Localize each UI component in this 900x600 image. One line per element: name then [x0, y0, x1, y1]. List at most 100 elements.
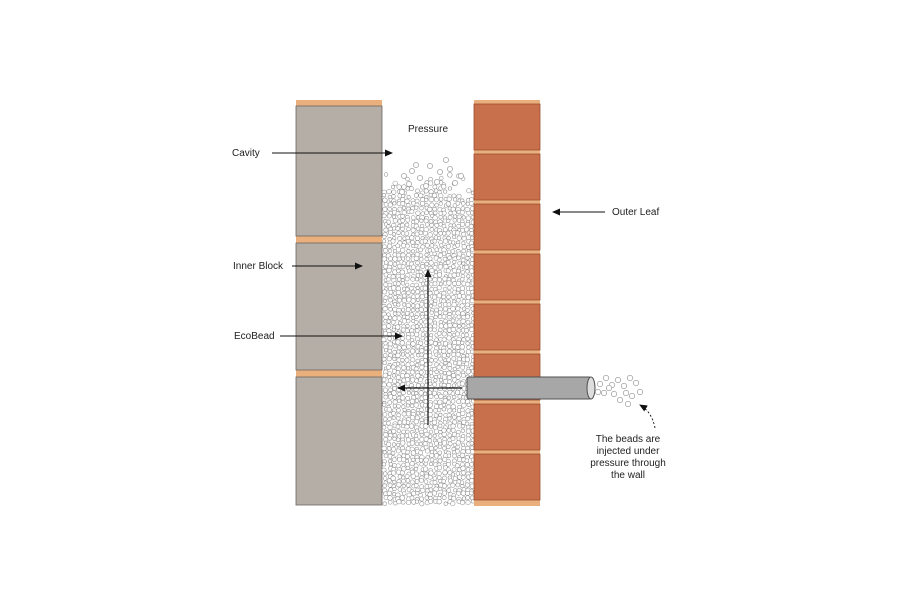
bead — [400, 500, 406, 505]
bead — [455, 297, 461, 303]
bead — [460, 340, 465, 345]
bead — [415, 394, 420, 399]
bead — [401, 293, 407, 299]
bead — [392, 226, 397, 231]
bead — [439, 370, 444, 375]
bead — [437, 416, 442, 421]
bead — [395, 247, 402, 253]
bead — [414, 428, 420, 433]
bead — [382, 360, 388, 366]
bead — [427, 318, 433, 324]
bead — [446, 461, 451, 467]
bead — [404, 231, 410, 236]
bead — [433, 445, 438, 450]
bead — [461, 261, 466, 266]
bead — [452, 415, 457, 420]
bead — [400, 226, 405, 232]
bead — [428, 416, 434, 422]
bead — [384, 348, 388, 353]
bead — [400, 440, 406, 446]
bead — [455, 344, 461, 350]
bead — [451, 223, 456, 228]
bead — [414, 243, 419, 248]
bead — [399, 189, 405, 195]
bead — [442, 469, 448, 476]
bead — [450, 306, 456, 312]
bead — [443, 360, 448, 365]
bead — [406, 268, 412, 274]
bead — [466, 188, 472, 194]
bead — [443, 157, 449, 163]
bead — [434, 203, 439, 208]
bead — [405, 429, 410, 435]
bead — [404, 377, 411, 383]
bead — [438, 412, 443, 417]
bead — [465, 256, 470, 261]
bead — [422, 285, 428, 291]
bead — [453, 214, 458, 219]
bead — [405, 302, 411, 309]
bead — [447, 290, 452, 295]
bead — [447, 255, 452, 261]
bead — [455, 230, 461, 236]
bead — [396, 302, 401, 307]
bead — [391, 415, 396, 420]
bead — [464, 462, 470, 468]
bead — [391, 411, 396, 416]
bead — [451, 240, 456, 245]
bead — [387, 449, 392, 455]
bead — [433, 210, 438, 215]
bead — [433, 261, 439, 267]
bead — [459, 500, 466, 506]
bead — [433, 399, 438, 405]
bead — [420, 332, 426, 337]
bead — [418, 390, 424, 396]
bead — [452, 360, 458, 366]
bead — [391, 442, 397, 447]
bead — [392, 386, 397, 391]
bead — [405, 395, 411, 401]
bead — [436, 407, 442, 413]
note-line-4: the wall — [611, 470, 645, 481]
bead — [401, 411, 407, 417]
bead — [429, 268, 435, 273]
bead — [418, 450, 424, 456]
bead — [427, 163, 433, 169]
bead — [409, 369, 415, 375]
bead — [447, 315, 452, 320]
bead — [397, 206, 403, 212]
bead — [424, 197, 429, 203]
pressure-label: Pressure — [408, 124, 448, 135]
bead — [396, 499, 402, 505]
bead — [418, 273, 423, 278]
bead — [460, 474, 466, 480]
bead — [395, 382, 400, 387]
bead — [418, 269, 423, 274]
bead — [388, 248, 393, 253]
bead — [397, 420, 403, 425]
bead — [437, 444, 443, 450]
bead — [456, 223, 461, 229]
bead — [404, 276, 410, 282]
bead — [401, 390, 406, 396]
bead — [447, 166, 453, 172]
bead — [441, 314, 447, 319]
bead — [423, 373, 428, 379]
bead — [396, 482, 402, 488]
bead — [456, 340, 461, 345]
bead — [409, 348, 416, 354]
bead — [395, 281, 401, 287]
bead — [465, 369, 471, 375]
mortar-joint — [296, 100, 382, 106]
bead — [400, 231, 406, 236]
bead — [443, 189, 448, 194]
bead — [400, 358, 405, 363]
bead — [429, 462, 433, 467]
bead — [415, 307, 420, 312]
bead — [469, 411, 474, 416]
bead — [400, 247, 406, 253]
bead — [418, 230, 424, 236]
bead — [386, 421, 391, 426]
bead — [469, 261, 475, 266]
bead — [465, 416, 471, 422]
